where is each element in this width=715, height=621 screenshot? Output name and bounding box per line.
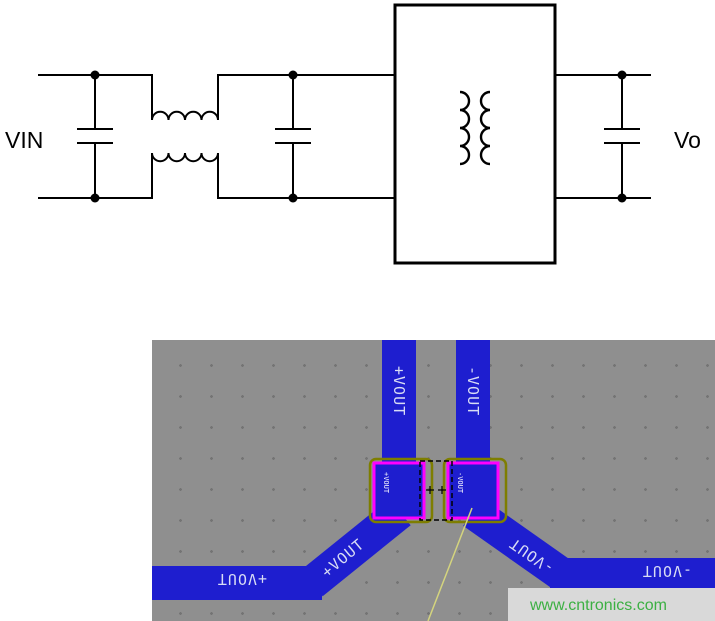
net-label-horizontal-left: +VOUT — [217, 570, 267, 588]
trace-vout-neg-vertical — [456, 340, 490, 470]
output-capacitor — [604, 75, 640, 198]
watermark: www.cntronics.com — [508, 588, 715, 621]
net-label-vertical-right: -VOUT — [464, 366, 482, 416]
pad-label-right: -VOUT — [456, 472, 464, 494]
bottom-rail-wire — [38, 152, 395, 199]
pad-label-left: +VOUT — [382, 472, 390, 494]
net-label-horizontal-right: -VOUT — [642, 562, 692, 580]
transformer-icon — [459, 90, 491, 166]
dcdc-module-box — [393, 3, 557, 265]
trace-vout-pos-diagonal — [301, 498, 411, 597]
junction-dots — [90, 70, 627, 203]
trace-vout-pos-vertical — [382, 340, 416, 470]
top-rail-wire — [38, 74, 395, 121]
watermark-background — [508, 588, 715, 621]
input-capacitor — [77, 75, 113, 198]
vin-label: VIN — [5, 127, 43, 153]
pad-vout-pos — [372, 461, 426, 520]
net-label-vertical-left: +VOUT — [390, 366, 408, 416]
pcb-layout-section: +VOUT -VOUT +VOUT -VOUT +VOUT -VOUT +VOU… — [152, 340, 715, 621]
trace-vout-pos-horizontal — [152, 566, 322, 600]
component-outline-dashed — [419, 460, 453, 521]
ratsnest-line — [427, 507, 473, 621]
watermark-text: www.cntronics.com — [529, 597, 667, 614]
trace-vout-neg-horizontal — [550, 558, 715, 591]
vo-label: Vo — [674, 127, 701, 153]
schematic-section: VIN Vo — [5, 3, 701, 265]
filter-capacitor — [275, 75, 311, 198]
origin-cross-icon — [426, 486, 446, 494]
pad-vout-neg — [446, 461, 500, 520]
